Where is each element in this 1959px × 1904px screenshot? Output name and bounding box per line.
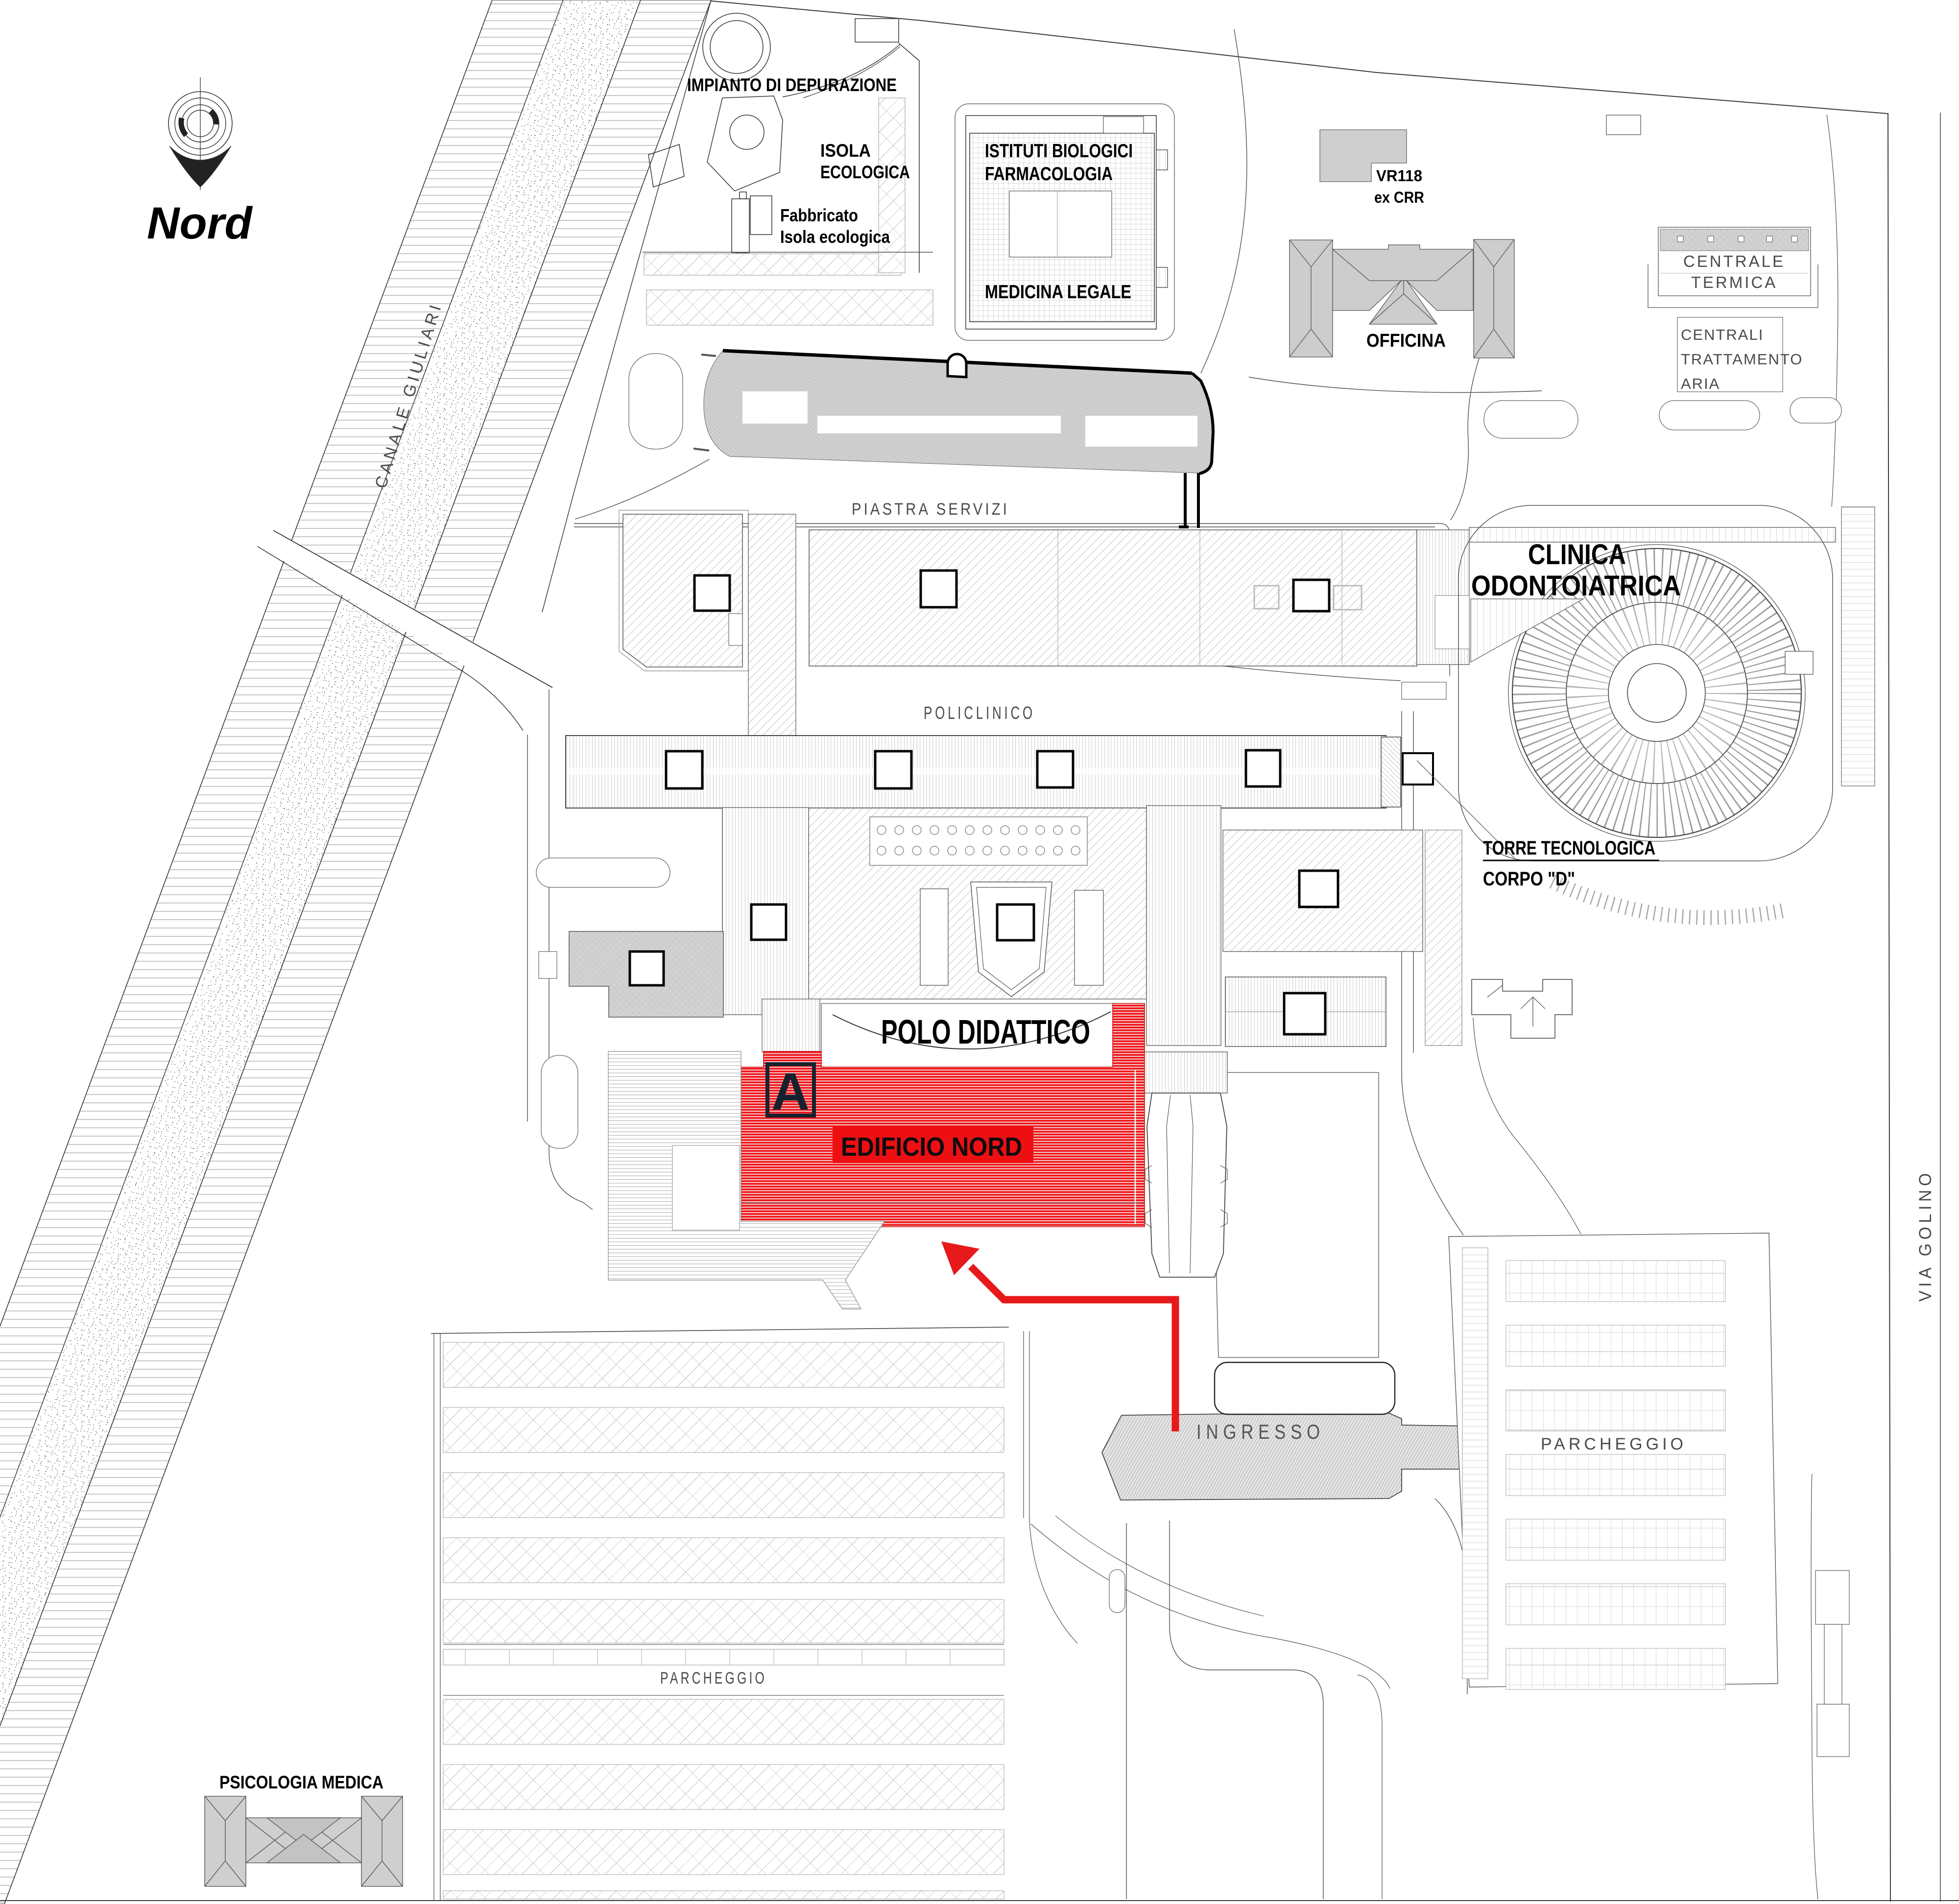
svg-text:VIA GOLINO: VIA GOLINO [1916,1169,1935,1302]
svg-text:TORRE TECNOLOGICA: TORRE TECNOLOGICA [1483,837,1655,859]
svg-text:VR118: VR118 [1376,167,1422,185]
svg-text:A: A [771,1062,810,1121]
svg-text:ISTITUTI BIOLOGICI: ISTITUTI BIOLOGICI [985,141,1133,162]
svg-text:ISOLA: ISOLA [820,141,871,161]
svg-text:Nord: Nord [147,198,253,248]
svg-text:CENTRALI: CENTRALI [1681,326,1764,343]
svg-text:PSICOLOGIA MEDICA: PSICOLOGIA MEDICA [219,1772,383,1792]
svg-text:CLINICA: CLINICA [1528,539,1626,571]
svg-text:POLICLINICO: POLICLINICO [924,703,1035,723]
svg-text:Isola ecologica: Isola ecologica [780,227,890,247]
svg-text:IMPIANTO DI DEPURAZIONE: IMPIANTO DI DEPURAZIONE [687,75,897,95]
svg-text:FARMACOLOGIA: FARMACOLOGIA [985,164,1113,185]
svg-text:ARIA: ARIA [1681,375,1720,392]
svg-text:ODONTOIATRICA: ODONTOIATRICA [1471,570,1681,602]
svg-text:ECOLOGICA: ECOLOGICA [820,162,910,182]
svg-text:TERMICA: TERMICA [1691,273,1778,291]
svg-text:PARCHEGGIO: PARCHEGGIO [660,1669,767,1688]
svg-text:POLO DIDATTICO: POLO DIDATTICO [881,1013,1090,1051]
svg-text:OFFICINA: OFFICINA [1366,331,1446,351]
svg-text:ex CRR: ex CRR [1374,189,1424,206]
svg-text:CORPO "D": CORPO "D" [1483,868,1575,890]
svg-text:PIASTRA SERVIZI: PIASTRA SERVIZI [852,500,1009,519]
svg-text:INGRESSO: INGRESSO [1196,1420,1325,1443]
svg-text:MEDICINA LEGALE: MEDICINA LEGALE [985,282,1131,303]
svg-text:EDIFICIO NORD: EDIFICIO NORD [841,1132,1022,1162]
svg-text:TRATTAMENTO: TRATTAMENTO [1681,351,1803,368]
svg-text:PARCHEGGIO: PARCHEGGIO [1541,1435,1687,1453]
svg-text:CENTRALE: CENTRALE [1683,252,1785,270]
svg-text:Fabbricato: Fabbricato [780,205,858,225]
